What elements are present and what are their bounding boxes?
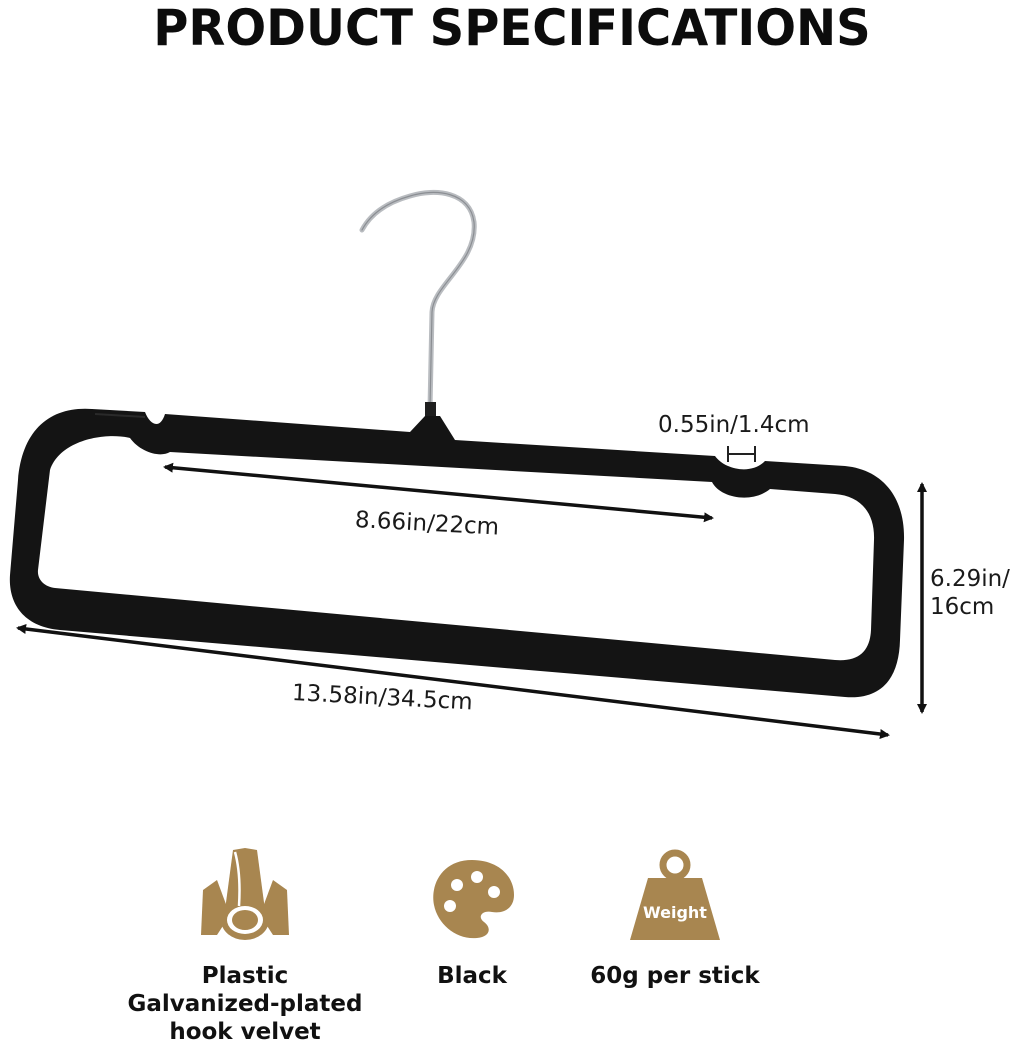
hanger-hook <box>359 189 477 411</box>
inner-length-arrow <box>163 462 714 523</box>
paint-palette-icon <box>433 860 514 939</box>
color-label: Black <box>437 963 507 989</box>
height-label-line2: 16cm <box>930 594 995 620</box>
height-label: 6.29in/ 16cm <box>930 565 1024 621</box>
weight-icon: Weight <box>630 849 720 940</box>
feature-row: Plastic Galvanized-plated hook velvet Bl… <box>0 840 1024 1045</box>
height-label-line1: 6.29in/ <box>930 566 1010 592</box>
feature-weight: Weight 60g per stick <box>545 840 805 990</box>
material-label-line2: Galvanized-plated <box>127 991 363 1017</box>
material-rolls-icon <box>201 848 289 940</box>
feature-material: Plastic Galvanized-plated hook velvet <box>115 840 375 1046</box>
hanger-body <box>9 408 905 698</box>
material-label-line3: hook velvet <box>169 1019 321 1045</box>
hanger-illustration <box>9 189 927 739</box>
weight-icon-text: Weight <box>643 903 707 922</box>
hook-collar <box>425 402 436 422</box>
weight-label: 60g per stick <box>590 963 760 989</box>
feature-color: Black <box>342 840 602 990</box>
page-title: PRODUCT SPECIFICATIONS <box>153 0 871 57</box>
notch-width-label: 0.55in/1.4cm <box>658 412 810 438</box>
material-label-line1: Plastic <box>201 963 289 989</box>
total-length-arrow <box>16 624 890 739</box>
